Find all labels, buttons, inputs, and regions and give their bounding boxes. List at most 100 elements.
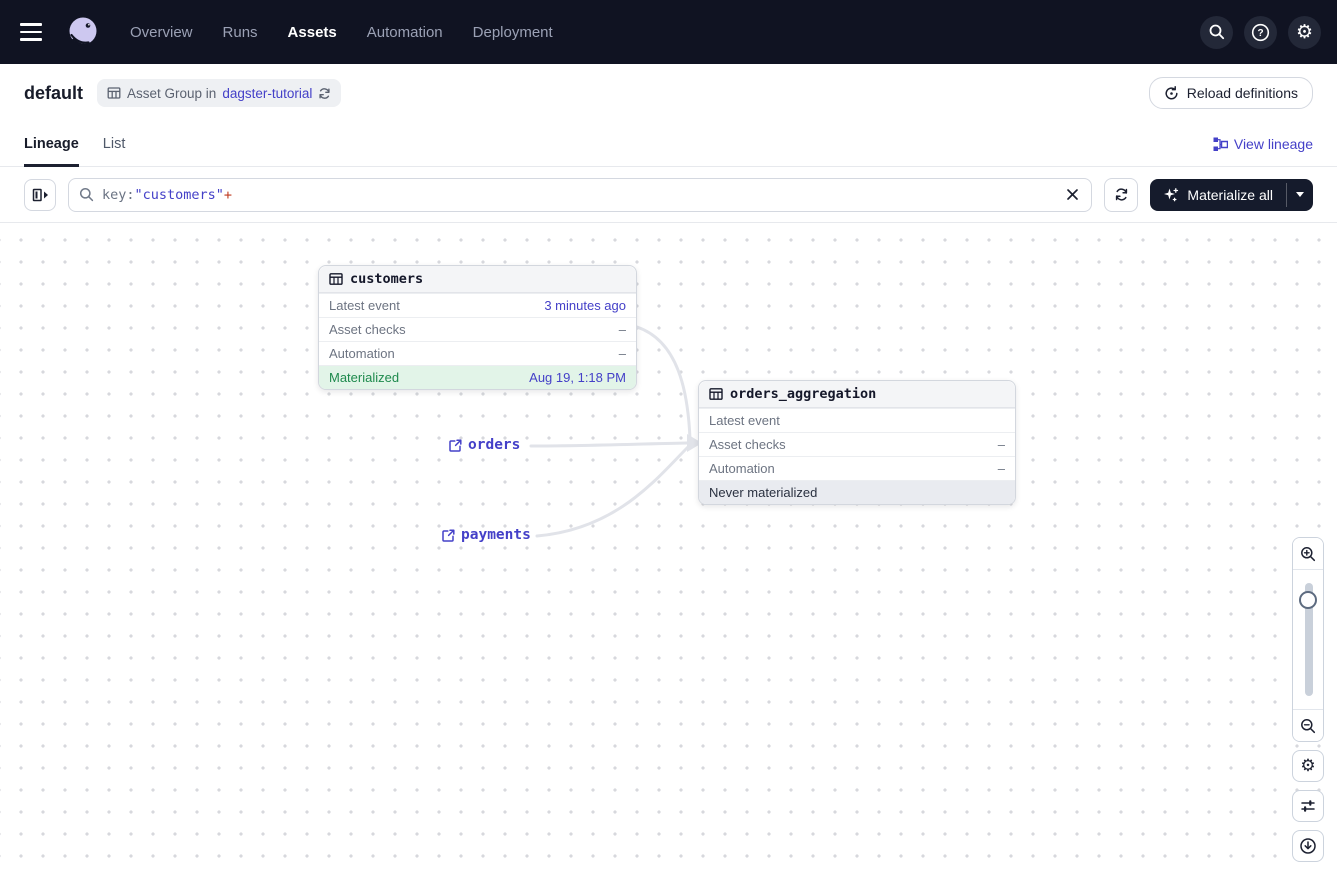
row-value: – — [997, 461, 1005, 476]
asset-node-customers[interactable]: customers Latest event 3 minutes ago Ass… — [318, 265, 637, 390]
asset-name: customers — [350, 271, 424, 287]
nav-item-deployment[interactable]: Deployment — [472, 23, 553, 41]
materialize-all-group: Materialize all — [1150, 178, 1313, 211]
filter-options-button[interactable] — [1292, 790, 1324, 822]
table-icon — [709, 388, 723, 400]
latest-event-link[interactable]: 3 minutes ago — [544, 298, 626, 313]
tabs-row: Lineage List View lineage — [0, 122, 1337, 167]
page-header: default Asset Group in dagster-tutorial … — [0, 64, 1337, 122]
asset-name: orders_aggregation — [730, 386, 877, 402]
dagster-logo[interactable] — [66, 15, 100, 49]
nav-item-automation[interactable]: Automation — [366, 23, 443, 41]
external-link-icon — [442, 528, 455, 542]
recenter-icon — [1300, 838, 1316, 854]
row-label: Automation — [329, 346, 395, 361]
asset-group-icon — [107, 87, 121, 99]
sync-icon[interactable] — [318, 87, 331, 100]
expand-panel-icon — [32, 188, 48, 201]
asset-group-badge: Asset Group in dagster-tutorial — [97, 79, 342, 107]
search-query-text: key:"customers"+ — [102, 187, 1056, 203]
button-divider — [1286, 182, 1287, 207]
repo-link[interactable]: dagster-tutorial — [222, 85, 313, 101]
materialization-timestamp-link[interactable]: Aug 19, 1:18 PM — [529, 370, 626, 385]
lineage-canvas[interactable]: customers Latest event 3 minutes ago Ass… — [0, 223, 1337, 873]
zoom-in-button[interactable] — [1293, 538, 1323, 570]
zoom-out-icon — [1301, 718, 1316, 733]
zoom-slider-thumb[interactable] — [1299, 591, 1317, 609]
status-badge: Materialized — [329, 370, 400, 385]
clear-search-button[interactable] — [1064, 186, 1081, 203]
graph-settings-button[interactable]: ⚙ — [1292, 750, 1324, 782]
external-asset-orders[interactable]: orders — [449, 437, 520, 453]
lineage-edges — [529, 325, 702, 538]
tab-list[interactable]: List — [103, 122, 126, 166]
external-link-icon — [449, 438, 462, 452]
settings-button[interactable]: ⚙ — [1288, 15, 1321, 49]
refresh-graph-button[interactable] — [1104, 177, 1139, 212]
reload-definitions-label: Reload definitions — [1186, 85, 1298, 101]
view-lineage-label: View lineage — [1233, 136, 1313, 152]
hamburger-menu-icon[interactable] — [20, 14, 56, 50]
asset-row-asset-checks: Asset checks – — [319, 317, 636, 341]
search-icon — [79, 187, 94, 202]
search-input[interactable]: key:"customers"+ — [68, 177, 1093, 212]
tab-lineage[interactable]: Lineage — [24, 122, 79, 167]
search-plus-token: + — [223, 186, 233, 203]
nav-item-assets[interactable]: Assets — [287, 23, 337, 41]
zoom-slider — [1293, 570, 1323, 709]
row-value: – — [618, 322, 626, 337]
external-asset-label: orders — [468, 437, 521, 453]
row-label: Latest event — [329, 298, 400, 313]
nav-item-runs[interactable]: Runs — [222, 23, 258, 41]
zoom-out-button[interactable] — [1293, 709, 1323, 741]
asset-status-row: Never materialized — [699, 480, 1015, 504]
view-lineage-link[interactable]: View lineage — [1213, 122, 1313, 166]
tab-list-label: List — [102, 136, 126, 152]
page-title: default — [24, 82, 84, 103]
close-icon — [1067, 189, 1079, 200]
zoom-in-icon — [1301, 546, 1316, 561]
search-button[interactable] — [1200, 15, 1233, 49]
gear-icon: ⚙ — [1295, 20, 1314, 43]
top-nav: Overview Runs Assets Automation Deployme… — [0, 0, 1337, 64]
row-label: Asset checks — [329, 322, 406, 337]
table-icon — [329, 273, 343, 285]
external-asset-label: payments — [461, 527, 531, 543]
materialize-dropdown-button[interactable] — [1287, 179, 1313, 211]
asset-node-header: orders_aggregation — [699, 381, 1015, 408]
row-value: – — [618, 346, 626, 361]
materialize-all-label: Materialize all — [1187, 186, 1273, 203]
row-label: Latest event — [709, 413, 780, 428]
svg-text:?: ? — [1257, 28, 1263, 39]
zoom-slider-track[interactable] — [1305, 583, 1313, 696]
zoom-toolbar: ⚙ — [1292, 537, 1324, 862]
asset-node-orders-aggregation[interactable]: orders_aggregation Latest event Asset ch… — [698, 380, 1016, 505]
refresh-icon — [1115, 188, 1128, 201]
tab-lineage-label: Lineage — [24, 136, 79, 152]
asset-row-latest-event: Latest event — [699, 408, 1015, 432]
help-icon: ? — [1251, 23, 1270, 41]
asset-status-row: Materialized Aug 19, 1:18 PM — [319, 365, 636, 389]
gear-icon: ⚙ — [1300, 755, 1316, 776]
sparkle-icon — [1164, 187, 1179, 201]
help-button[interactable]: ? — [1244, 15, 1277, 49]
graph-toolbar: key:"customers"+ Materialize all — [0, 167, 1337, 223]
reload-definitions-button[interactable]: Reload definitions — [1148, 77, 1313, 109]
search-key-token: key: — [102, 186, 135, 203]
row-value: – — [997, 437, 1005, 452]
badge-prefix: Asset Group in — [127, 85, 217, 101]
external-asset-payments[interactable]: payments — [442, 527, 531, 543]
expand-panel-button[interactable] — [24, 178, 56, 211]
chevron-down-icon — [1296, 192, 1304, 197]
row-label: Automation — [709, 461, 775, 476]
nav-links: Overview Runs Assets Automation Deployme… — [130, 24, 553, 41]
tune-icon — [1301, 800, 1315, 812]
materialize-all-button[interactable]: Materialize all — [1150, 179, 1286, 211]
asset-row-asset-checks: Asset checks – — [699, 432, 1015, 456]
asset-node-header: customers — [319, 266, 636, 293]
asset-row-automation: Automation – — [699, 456, 1015, 480]
search-icon — [1209, 24, 1224, 40]
asset-row-automation: Automation – — [319, 341, 636, 365]
nav-item-overview[interactable]: Overview — [130, 23, 193, 41]
recenter-button[interactable] — [1292, 830, 1324, 862]
